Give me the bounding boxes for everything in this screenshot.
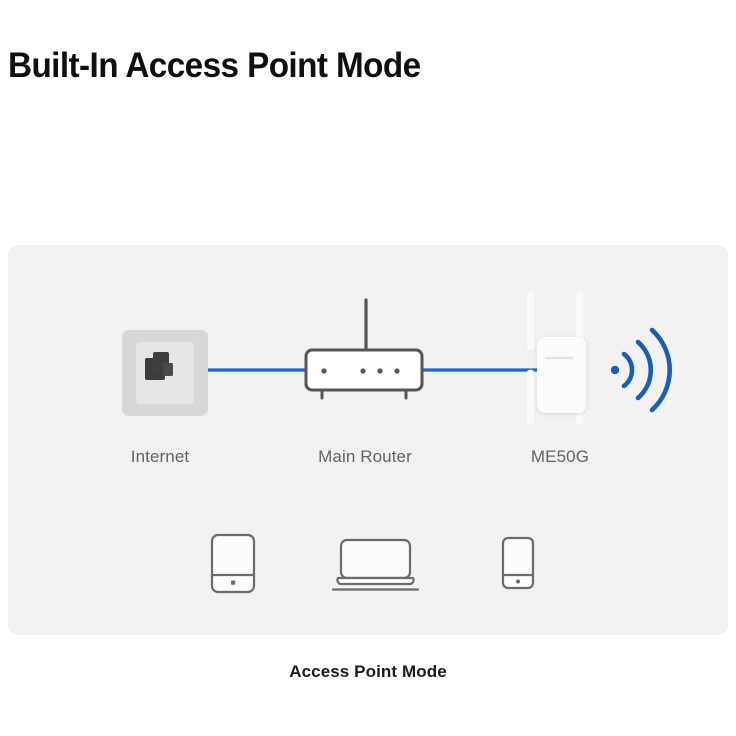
diagram-card <box>8 245 728 635</box>
device-label-me50g: ME50G <box>530 447 590 466</box>
diagram-caption: Access Point Mode <box>289 662 447 681</box>
device-label-main-router: Main Router <box>318 447 412 466</box>
device-label-internet: Internet <box>130 447 190 466</box>
page-title: Built-In Access Point Mode <box>8 46 421 85</box>
